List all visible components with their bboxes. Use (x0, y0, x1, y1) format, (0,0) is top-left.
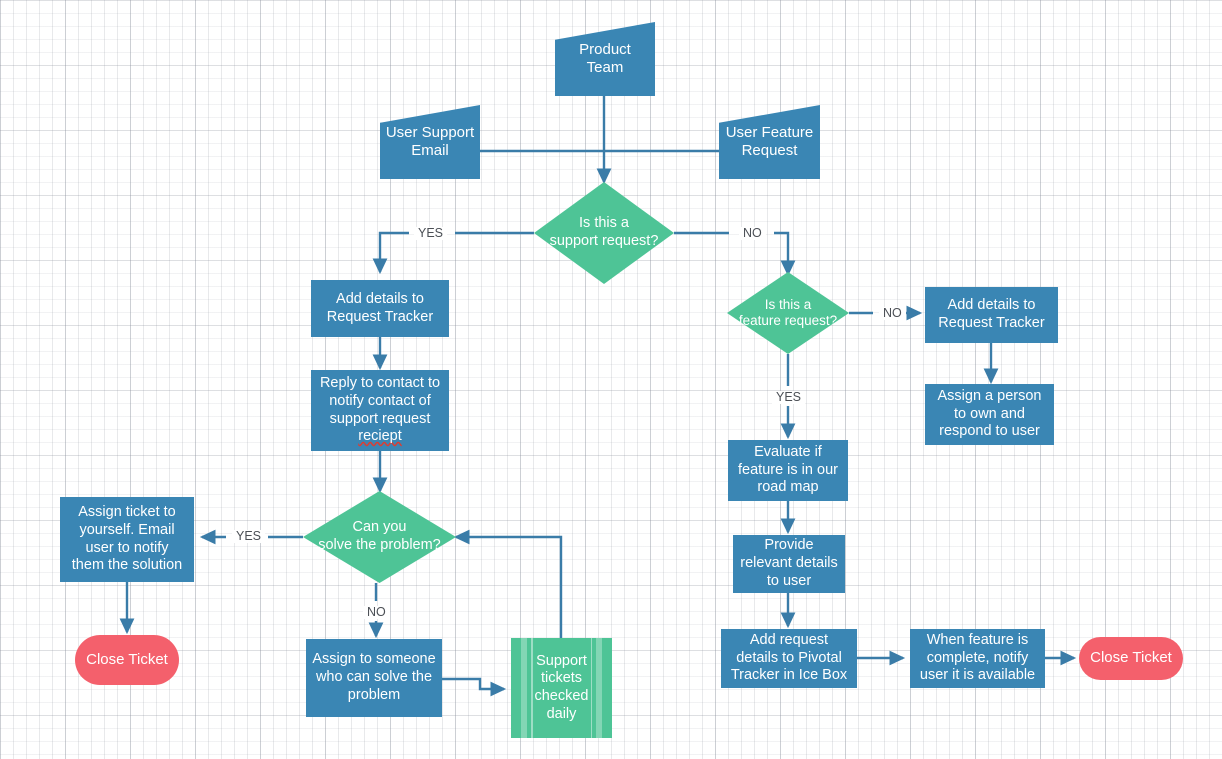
user-support-email-label: User Support Email (385, 123, 475, 159)
node-assign-ticket-to-yourself[interactable]: Assign ticket to yourself. Email user to… (60, 497, 194, 582)
node-assign-to-someone-else[interactable]: Assign to someone who can solve the prob… (306, 639, 442, 717)
edge-assign-someone-to-support-tickets (442, 677, 507, 697)
assign-someone-label: Assign to someone who can solve the prob… (312, 651, 436, 703)
assign-ticket-label: Assign ticket to yourself. Email user to… (71, 504, 183, 574)
predefined-process-left-bar (531, 638, 533, 738)
node-close-ticket-left[interactable]: Close Ticket (75, 635, 179, 685)
close-ticket-right-label: Close Ticket (1090, 649, 1172, 667)
add-details-left-label: Add details to Request Tracker (326, 290, 434, 325)
evaluate-feature-label: Evaluate if feature is in our road map (738, 443, 838, 496)
edge-support-yes-b (372, 231, 409, 275)
node-add-details-request-tracker-right[interactable]: Add details to Request Tracker (925, 287, 1058, 343)
edge-support-tickets-loop-to-solve (453, 529, 563, 638)
add-details-right-label: Add details to Request Tracker (938, 297, 1045, 331)
support-tickets-label: Support tickets checked daily (534, 652, 589, 722)
node-close-ticket-right[interactable]: Close Ticket (1079, 637, 1183, 680)
close-ticket-left-label: Close Ticket (86, 650, 168, 668)
decision-solve-label: Can you solve the problem? (318, 519, 441, 553)
edge-label-support-no: NO (739, 227, 766, 240)
node-assign-a-person-to-own[interactable]: Assign a person to own and respond to us… (925, 384, 1054, 445)
node-when-feature-complete-notify[interactable]: When feature is complete, notify user it… (910, 629, 1045, 688)
node-user-support-email[interactable]: User Support Email (380, 105, 480, 179)
edge-label-feature-yes: YES (772, 391, 806, 404)
user-feature-request-label: User Feature Request (725, 123, 814, 159)
edge-label-solve-yes: YES (232, 530, 266, 543)
node-user-feature-request[interactable]: User Feature Request (719, 105, 820, 179)
node-reply-to-contact[interactable]: Reply to contact to notify contact of su… (311, 370, 449, 451)
reply-contact-label: Reply to contact to notify contact of su… (319, 375, 441, 445)
node-decision-is-feature-request[interactable]: Is this a feature request? (727, 272, 849, 354)
when-feature-label: When feature is complete, notify user it… (919, 631, 1036, 684)
node-provide-relevant-details[interactable]: Provide relevant details to user (733, 535, 845, 593)
node-support-tickets-checked-daily[interactable]: Support tickets checked daily (511, 638, 612, 738)
reply-contact-misspelled-word: reciept (358, 428, 402, 445)
node-decision-is-support-request[interactable]: Is this a support request? (534, 182, 674, 284)
add-request-pivotal-label: Add request details to Pivotal Tracker i… (730, 631, 848, 684)
edge-label-solve-no: NO (363, 606, 390, 619)
assign-person-label: Assign a person to own and respond to us… (937, 387, 1042, 440)
node-evaluate-feature-roadmap[interactable]: Evaluate if feature is in our road map (728, 440, 848, 501)
node-decision-can-you-solve[interactable]: Can you solve the problem? (303, 491, 456, 583)
decision-feature-label: Is this a feature request? (738, 296, 838, 328)
predefined-process-right-bar (590, 638, 592, 738)
decision-support-label: Is this a support request? (549, 215, 659, 249)
edge-support-no-b (774, 231, 796, 277)
edge-label-support-yes: YES (414, 227, 448, 240)
node-add-request-pivotal-tracker[interactable]: Add request details to Pivotal Tracker i… (721, 629, 857, 688)
node-add-details-request-tracker-left[interactable]: Add details to Request Tracker (311, 280, 449, 337)
edge-label-feature-no: NO (879, 307, 906, 320)
node-product-team[interactable]: Product Team (555, 22, 655, 96)
provide-details-label: Provide relevant details to user (740, 537, 838, 589)
product-team-label: Product Team (579, 40, 631, 76)
